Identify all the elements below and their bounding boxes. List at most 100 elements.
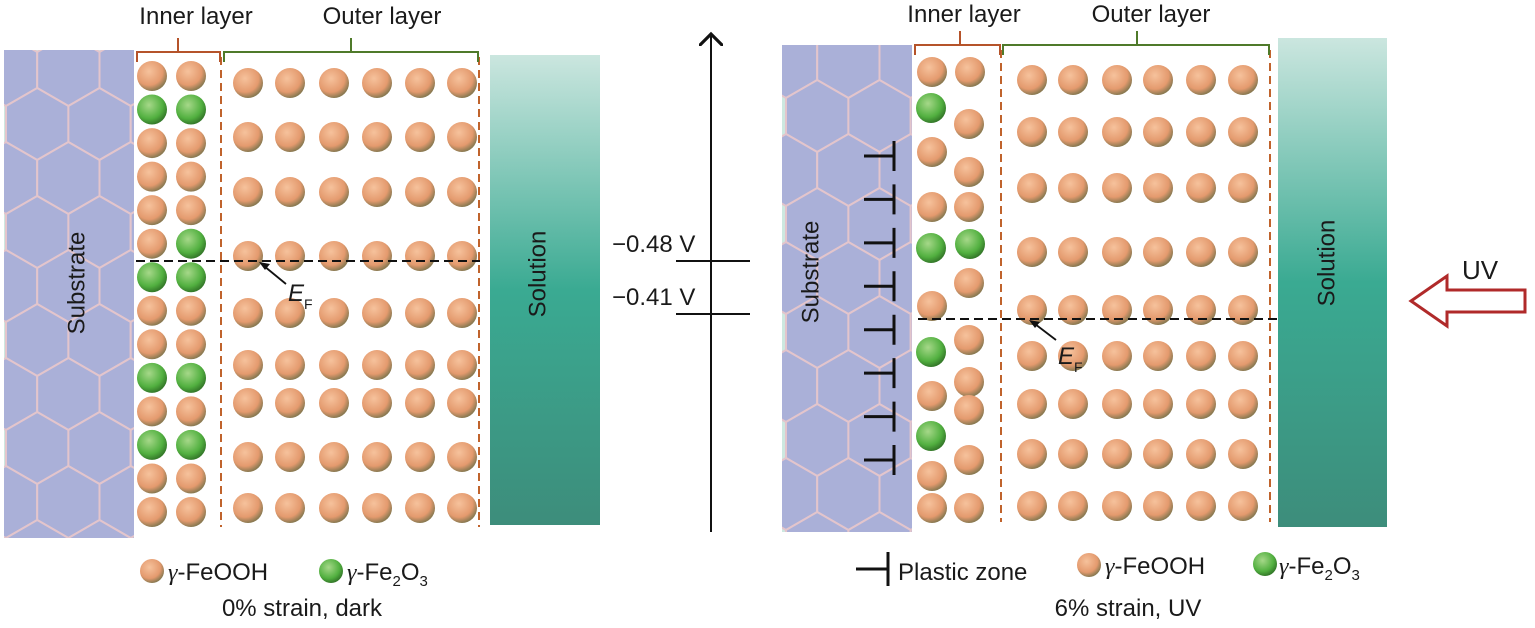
feooh-particle xyxy=(917,291,947,321)
legend-right-feooh-text: -FeOOH xyxy=(1114,553,1205,580)
feooh-particle xyxy=(954,325,984,355)
feooh-particle xyxy=(319,241,349,271)
legend-plastic-zone-label: Plastic zone xyxy=(898,559,1027,586)
feooh-particle xyxy=(405,68,435,98)
feooh-particle xyxy=(405,177,435,207)
feooh-particle xyxy=(917,137,947,167)
feooh-particle xyxy=(362,298,392,328)
feooh-particle xyxy=(447,241,477,271)
feooh-particle xyxy=(319,350,349,380)
legend-right-fe2o3-text: -Fe xyxy=(1288,553,1324,580)
substrate-hexagon xyxy=(129,210,134,254)
feooh-particle xyxy=(447,388,477,418)
feooh-particle xyxy=(954,157,984,187)
feooh-particle xyxy=(233,350,263,380)
feooh-particle xyxy=(176,128,206,159)
feooh-particle xyxy=(954,109,984,139)
feooh-particle xyxy=(137,497,167,527)
feooh-particle xyxy=(362,350,392,380)
dislocation-symbol xyxy=(864,227,896,258)
right-fermi-label-main: E xyxy=(1058,343,1075,370)
feooh-particle xyxy=(1186,389,1216,419)
right-solution xyxy=(1278,38,1387,527)
dislocation-symbol xyxy=(864,314,896,345)
right-inner-layer-particles xyxy=(916,57,985,523)
substrate-hexagon xyxy=(909,528,912,532)
feooh-particle xyxy=(1228,237,1258,267)
feooh-particle xyxy=(233,442,263,472)
dislocation-symbol xyxy=(864,358,896,389)
feooh-particle xyxy=(1143,65,1173,95)
feooh-particle xyxy=(1143,389,1173,419)
legend-right: Plastic zone γ-FeOOH γ-Fe2O3 6% strain, … xyxy=(856,552,1360,622)
feooh-particle xyxy=(1058,341,1088,371)
substrate-hexagon xyxy=(37,574,99,628)
feooh-particle xyxy=(362,493,392,523)
left-outer-label: Outer layer xyxy=(323,3,442,30)
feooh-particle xyxy=(137,295,167,326)
feooh-particle xyxy=(319,68,349,98)
right-inner-label: Inner layer xyxy=(907,1,1020,28)
left-substrate-hexagons xyxy=(4,50,134,628)
feooh-particle xyxy=(137,463,167,494)
feooh-particle xyxy=(1143,237,1173,267)
legend-left-fe2o3-mid: O xyxy=(401,559,420,586)
feooh-particle xyxy=(362,241,392,271)
feooh-particle xyxy=(275,442,305,472)
feooh-particle xyxy=(137,128,167,159)
feooh-particle xyxy=(176,396,206,427)
feooh-particle xyxy=(233,493,263,523)
substrate-hexagon xyxy=(909,204,912,244)
feooh-particle xyxy=(176,497,206,527)
right-solution-label: Solution xyxy=(1313,220,1340,307)
feooh-particle xyxy=(1058,237,1088,267)
feooh-particle xyxy=(319,493,349,523)
dislocation-symbol xyxy=(864,445,896,475)
right-inner-bracket xyxy=(914,31,1001,55)
feooh-particle xyxy=(137,396,167,427)
right-outer-label: Outer layer xyxy=(1092,1,1211,28)
feooh-particle xyxy=(1143,173,1173,203)
feooh-particle xyxy=(137,61,167,91)
fe2o3-particle xyxy=(176,429,206,460)
feooh-particle xyxy=(954,445,984,475)
feooh-particle xyxy=(917,381,947,411)
legend-left-fe2o3-sub1: 2 xyxy=(392,573,400,590)
feooh-particle xyxy=(1017,389,1047,419)
left-caption: 0% strain, dark xyxy=(222,595,383,622)
substrate-hexagon xyxy=(909,420,912,460)
left-outer-bracket xyxy=(223,38,479,62)
feooh-particle xyxy=(1143,295,1173,325)
feooh-particle xyxy=(137,228,167,259)
legend-left-feooh-label: γ-FeOOH xyxy=(168,559,268,586)
feooh-particle xyxy=(1058,491,1088,521)
legend-left-feooh-swatch xyxy=(140,559,164,583)
feooh-particle xyxy=(176,295,206,326)
substrate-hexagon xyxy=(5,518,70,538)
feooh-particle xyxy=(1017,117,1047,147)
right-fermi-arrow xyxy=(1034,323,1057,341)
uv-arrow xyxy=(1408,273,1527,329)
left-outer-layer-particles xyxy=(233,68,477,523)
feooh-particle xyxy=(362,68,392,98)
dislocation-symbol xyxy=(864,184,896,215)
feooh-particle xyxy=(1186,173,1216,203)
legend-plastic-zone-symbol xyxy=(856,552,890,586)
feooh-particle xyxy=(405,388,435,418)
feooh-particle xyxy=(319,122,349,152)
left-fermi-label-main: E xyxy=(288,280,305,307)
feooh-particle xyxy=(1102,389,1132,419)
feooh-particle xyxy=(1228,173,1258,203)
feooh-particle xyxy=(1102,117,1132,147)
legend-right-fe2o3-mid: O xyxy=(1333,553,1352,580)
feooh-particle xyxy=(275,241,305,271)
feooh-particle xyxy=(137,195,167,226)
feooh-particle xyxy=(1186,295,1216,325)
feooh-particle xyxy=(447,493,477,523)
feooh-particle xyxy=(1102,439,1132,469)
left-substrate-label: Substrate xyxy=(63,232,90,335)
feooh-particle xyxy=(1058,389,1088,419)
feooh-particle xyxy=(319,388,349,418)
legend-right-fe2o3-label: γ-Fe2O3 xyxy=(1279,553,1360,584)
